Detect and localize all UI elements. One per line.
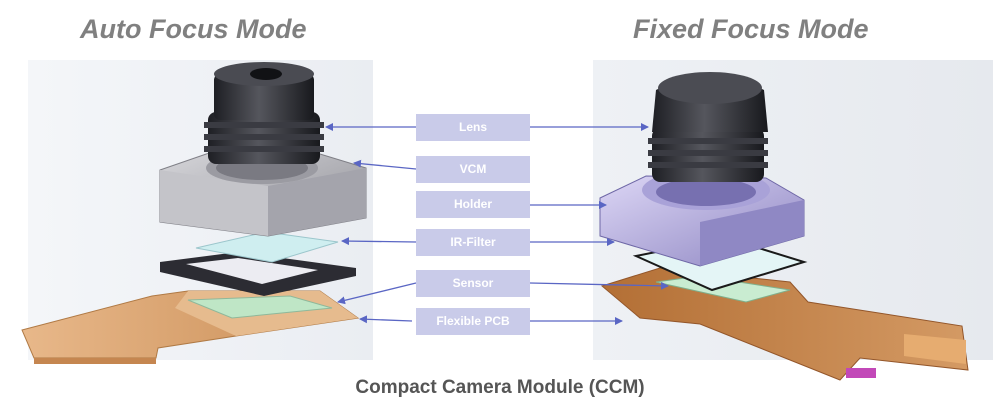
- holder-label: Holder: [416, 191, 530, 218]
- arrow-ir-filter-left: [341, 237, 417, 246]
- diagram-caption: Compact Camera Module (CCM): [355, 377, 645, 398]
- arrow-vcm-left: [353, 159, 417, 170]
- flexible-pcb-label: Flexible PCB: [416, 308, 530, 335]
- sensor-label: Sensor: [416, 270, 530, 297]
- auto-focus-heading: Auto Focus Mode: [80, 14, 307, 44]
- af-ir-filter: [195, 231, 339, 263]
- arrow-sensor-right: [529, 281, 669, 290]
- fixed-focus-heading: Fixed Focus Mode: [633, 14, 869, 44]
- af-sensor: [187, 295, 333, 319]
- af-gasket: [160, 252, 356, 296]
- ff-lens: [648, 72, 768, 182]
- af-vcm: [159, 151, 367, 237]
- ir-filter-label: IR-Filter: [416, 229, 530, 256]
- af-lens: [204, 62, 324, 164]
- pointer-arrows: [325, 123, 669, 325]
- ff-flexible-pcb: [600, 267, 969, 381]
- lens-label: Lens: [416, 114, 530, 141]
- arrow-flexible-pcb-left: [359, 315, 413, 324]
- arrow-sensor-left: [337, 282, 417, 305]
- vcm-label: VCM: [416, 156, 530, 183]
